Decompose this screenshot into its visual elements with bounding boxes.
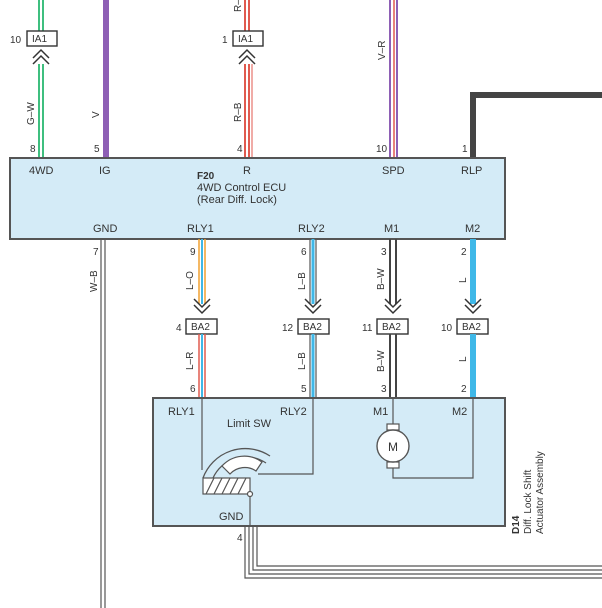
pin-number: 4: [237, 533, 243, 544]
wire-l-r: [198, 334, 206, 398]
connector-ba2: 4 BA2: [176, 318, 218, 335]
ecu-box: [9, 157, 506, 240]
connector-ba2: 11 BA2: [362, 318, 409, 335]
pin-number: 8: [30, 144, 36, 155]
actuator-name-1: Diff. Lock Shift: [523, 469, 534, 534]
wire-label: L: [458, 277, 469, 283]
wire-label-v: V: [91, 111, 102, 118]
wire-label-w-b: W–B: [89, 270, 100, 292]
pin-number: 4: [237, 144, 243, 155]
ecu-terminal: IG: [99, 165, 111, 177]
plug-arrow-icon: [464, 298, 482, 315]
connector-pin: 10: [441, 323, 453, 334]
connector-ba2: 12 BA2: [282, 318, 330, 335]
wire-rlp: [470, 92, 602, 158]
wire-g-w: [38, 0, 44, 158]
ecu-terminal: M1: [384, 223, 399, 235]
pin-number: 9: [190, 247, 196, 258]
connector-name: BA2: [303, 322, 322, 333]
ecu-terminal: RLP: [461, 165, 482, 177]
motor-icon: M: [376, 423, 410, 469]
ecu-name: 4WD Control ECU: [197, 182, 286, 194]
connector-name: BA2: [462, 322, 481, 333]
limit-sw-label: Limit SW: [227, 418, 272, 430]
actuator-terminal: RLY2: [280, 406, 307, 418]
pin-number: 5: [94, 144, 100, 155]
pin-number: 10: [376, 144, 388, 155]
pin-number: 3: [381, 247, 387, 258]
wire-l-b: [309, 239, 317, 304]
connector-ia1-right: 1 IA1: [222, 30, 264, 65]
connector-pin: 11: [362, 323, 373, 334]
actuator-terminal: M2: [452, 406, 467, 418]
connector-pin: 4: [176, 323, 182, 334]
actuator-name-2: Actuator Assembly: [535, 451, 546, 534]
ecu-terminal: GND: [93, 223, 118, 235]
wire-gnd-actuator: [244, 526, 602, 579]
wire-label-v-r: V–R: [377, 41, 388, 60]
wire-b-w: [389, 239, 397, 304]
plug-arrow-icon: [238, 48, 256, 65]
pin-number: 6: [301, 247, 307, 258]
plug-arrow-icon: [32, 48, 50, 65]
actuator-terminal: M1: [373, 406, 388, 418]
connector-pin: 1: [222, 35, 228, 46]
wire-label-r-b: R–B: [233, 102, 244, 122]
ecu-terminal: RLY2: [298, 223, 325, 235]
actuator-gnd-label: GND: [219, 511, 244, 523]
pin-number: 2: [461, 384, 467, 395]
ecu-terminal: 4WD: [29, 165, 54, 177]
wire-label: L–R: [185, 352, 196, 370]
wire-label: B–W: [376, 350, 387, 372]
pin-number: 3: [381, 384, 387, 395]
connector-name: IA1: [32, 34, 47, 45]
motor-label: M: [388, 440, 398, 454]
pin-number: 6: [190, 384, 196, 395]
ecu-terminal: R: [243, 165, 251, 177]
connector-name: BA2: [191, 322, 210, 333]
plug-arrow-icon: [384, 298, 402, 315]
wire-label: L–O: [185, 271, 196, 290]
connector-name: BA2: [382, 322, 401, 333]
ecu-terminal: RLY1: [187, 223, 214, 235]
pin-number: 5: [301, 384, 307, 395]
wire-w-b: [100, 239, 106, 608]
internal-wire: [392, 398, 474, 479]
plug-arrow-icon: [193, 298, 211, 315]
pin-number: 1: [462, 144, 468, 155]
wire-label: L: [458, 356, 469, 362]
connector-pin: 12: [282, 323, 294, 334]
wire-b-w-lower: [389, 334, 397, 398]
wire-r-b: [244, 0, 253, 158]
wire-label-g-w: G–W: [26, 102, 37, 125]
connector-ia1-left: 10 IA1: [10, 30, 58, 65]
wire-l-o: [198, 239, 206, 304]
wire-label: L–B: [297, 272, 308, 290]
actuator-code: D14: [511, 515, 522, 534]
actuator-box: [152, 397, 506, 527]
actuator-terminal: RLY1: [168, 406, 195, 418]
pin-number: 7: [93, 247, 99, 258]
limit-switch-icon: [202, 447, 271, 498]
ecu-terminal: M2: [465, 223, 480, 235]
wire-label-r-top: R–: [233, 0, 244, 12]
connector-pin: 10: [10, 35, 22, 46]
plug-arrow-icon: [304, 298, 322, 315]
connector-ba2: 10 BA2: [441, 318, 489, 335]
ecu-code: F20: [197, 171, 215, 182]
ecu-subname: (Rear Diff. Lock): [197, 194, 277, 206]
ecu-terminal: SPD: [382, 165, 405, 177]
internal-wire: [258, 398, 314, 475]
wire-label: L–B: [297, 352, 308, 370]
wire-label: B–W: [376, 268, 387, 290]
pin-number: 2: [461, 247, 467, 258]
wire-v-r: [389, 0, 398, 158]
connector-name: IA1: [238, 34, 253, 45]
wire-l-b-lower: [309, 334, 317, 398]
